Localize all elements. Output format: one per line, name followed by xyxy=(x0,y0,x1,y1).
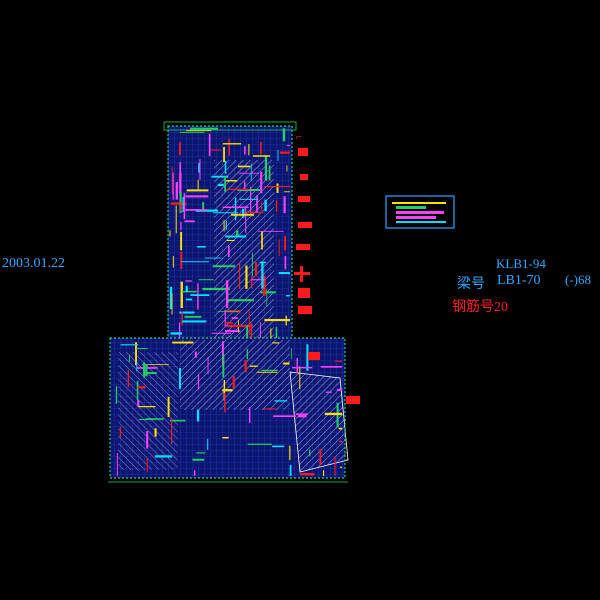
beam-label: 梁号 xyxy=(457,277,485,292)
legend-box xyxy=(385,195,455,229)
beam-number: LB1-70 xyxy=(497,273,541,288)
beam-extra: (-)68 xyxy=(565,272,591,287)
rebar-label: 钢筋号20 xyxy=(452,300,508,315)
klb-label: KLB1-94 xyxy=(496,256,546,271)
structural-lines xyxy=(115,127,342,476)
svg-text:⌐: ⌐ xyxy=(296,132,302,143)
drawing-date: 2003.01.22 xyxy=(2,256,65,271)
detail-marks: ⌐ xyxy=(294,132,360,404)
tower-plan xyxy=(163,121,297,342)
podium-plan xyxy=(108,337,349,483)
